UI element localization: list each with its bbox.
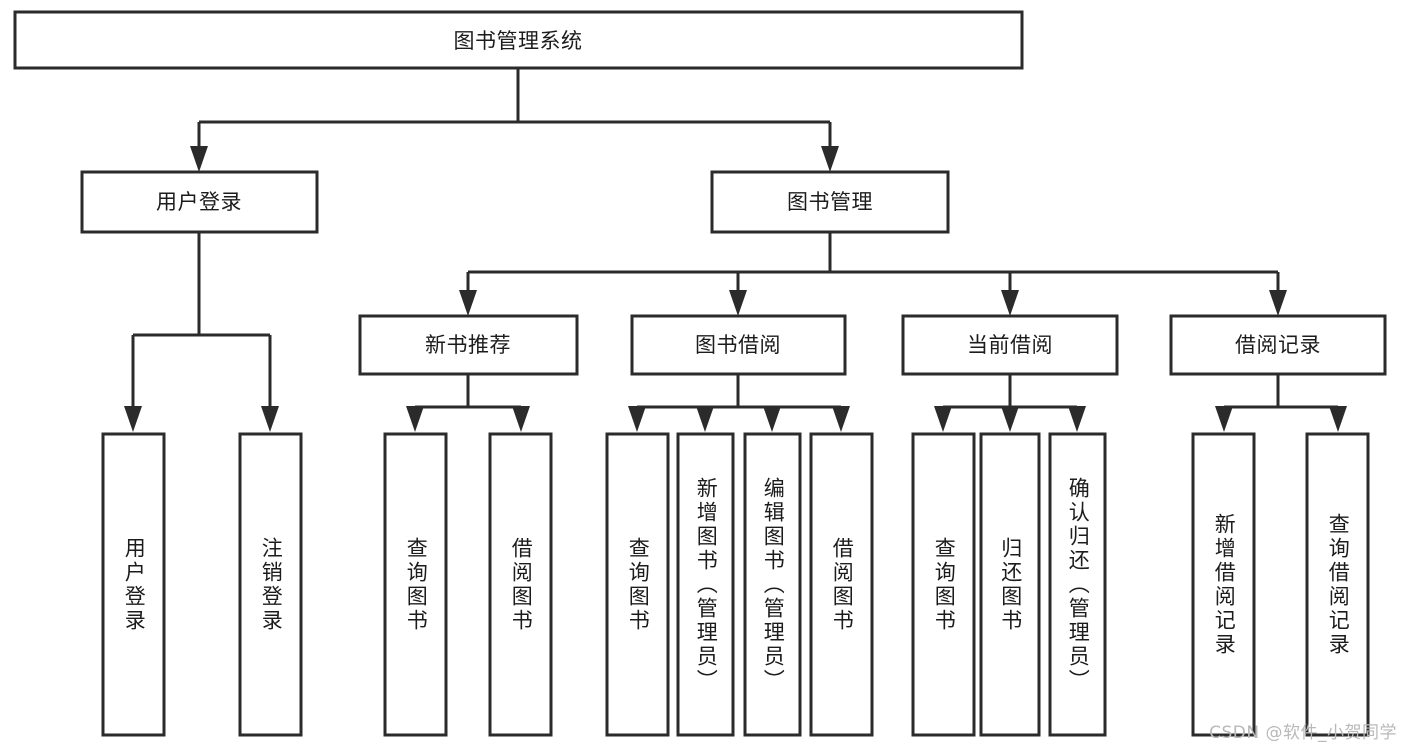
node-box-user-login[interactable]	[80, 170, 319, 234]
node-box-leaf-borrow-book-1[interactable]	[488, 432, 553, 737]
arrow-head-leaf-borrow-book-2	[832, 406, 850, 432]
node-label-current-borrow: 当前借阅	[967, 333, 1053, 357]
arrow-head-book-manage	[821, 146, 839, 172]
arrow-head-user-login	[190, 146, 208, 172]
arrow-head-leaf-add-book	[696, 406, 714, 432]
node-box-leaf-confirm-return[interactable]	[1048, 432, 1107, 737]
arrow-head-leaf-query-book-3	[934, 406, 952, 432]
arrow-head-leaf-query-book-1	[406, 406, 424, 432]
arrow-head-current-borrow	[1001, 290, 1019, 316]
arrow-head-leaf-confirm-return	[1068, 406, 1086, 432]
node-label-root: 图书管理系统	[454, 29, 583, 53]
arrow-head-leaf-logout-login	[261, 406, 279, 432]
node-box-leaf-query-book-2[interactable]	[605, 432, 670, 737]
node-box-leaf-query-record[interactable]	[1305, 432, 1370, 737]
node-layer: 图书管理系统 用户登录 图书管理 新书推荐 图书借阅 当前借阅 借阅记录	[13, 10, 1387, 737]
node-box-leaf-return-book[interactable]	[979, 432, 1041, 737]
node-box-book-borrow[interactable]	[630, 314, 847, 376]
node-label-borrow-record: 借阅记录	[1235, 333, 1321, 357]
node-label-new-book-recommend: 新书推荐	[425, 333, 511, 357]
connector-layer	[124, 68, 1347, 432]
arrow-head-leaf-add-record	[1215, 406, 1233, 432]
node-box-leaf-query-book-1[interactable]	[383, 432, 448, 737]
arrow-head-book-borrow	[729, 290, 747, 316]
arrow-head-leaf-return-book	[1001, 406, 1019, 432]
node-box-leaf-query-book-3[interactable]	[911, 432, 976, 737]
node-box-leaf-edit-book[interactable]	[743, 432, 802, 737]
arrow-head-leaf-query-record	[1329, 406, 1347, 432]
node-box-borrow-record[interactable]	[1169, 314, 1387, 376]
node-box-root[interactable]	[13, 10, 1024, 70]
node-label-book-manage: 图书管理	[787, 190, 873, 214]
arrow-head-leaf-edit-book	[763, 406, 781, 432]
arrow-head-new-book-recommend	[459, 290, 477, 316]
node-box-leaf-user-login[interactable]	[101, 432, 166, 737]
node-box-new-book-recommend[interactable]	[358, 314, 579, 376]
arrow-head-leaf-borrow-book-1	[512, 406, 530, 432]
node-box-leaf-logout-login[interactable]	[238, 432, 303, 737]
arrow-head-borrow-record	[1269, 290, 1287, 316]
arrow-head-leaf-user-login	[124, 406, 142, 432]
watermark-text: CSDN @软件_小贺同学	[1209, 723, 1397, 743]
node-label-book-borrow: 图书借阅	[695, 333, 781, 357]
node-box-leaf-add-record[interactable]	[1191, 432, 1256, 737]
node-label-user-login: 用户登录	[156, 190, 242, 214]
node-box-leaf-borrow-book-2[interactable]	[809, 432, 874, 737]
node-box-book-manage[interactable]	[710, 170, 950, 234]
node-box-current-borrow[interactable]	[901, 314, 1119, 376]
node-box-leaf-add-book[interactable]	[676, 432, 735, 737]
arrow-head-leaf-query-book-2	[628, 406, 646, 432]
